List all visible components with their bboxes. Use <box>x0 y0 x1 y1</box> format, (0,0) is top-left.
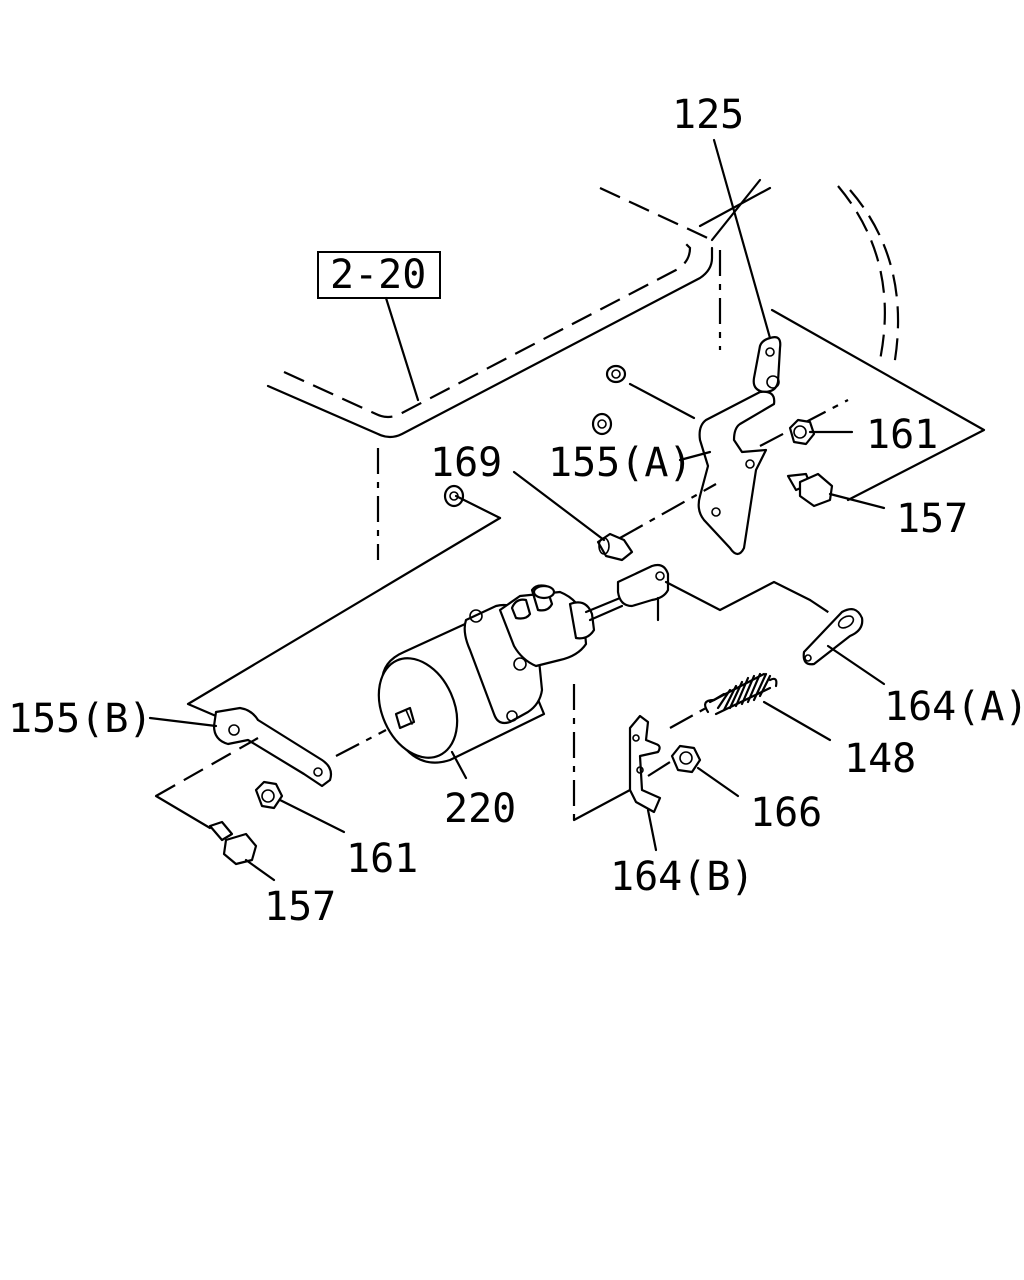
callout-125: 125 <box>672 92 744 138</box>
left-bracket-outline-line <box>186 516 502 718</box>
left-washer-line <box>454 494 502 520</box>
bolt-line-lower <box>154 794 212 830</box>
callout-220: 220 <box>444 786 516 832</box>
bracket-outline-line <box>770 308 986 502</box>
callout-157-lower: 157 <box>264 884 336 930</box>
nut-166 <box>670 744 702 774</box>
spring-148 <box>704 672 778 716</box>
bolt-157-upper <box>786 472 834 508</box>
reference-box-text: 2-20 <box>330 252 426 298</box>
washer-leader-a <box>628 382 696 420</box>
reference-leader <box>384 296 420 402</box>
bracket-125 <box>752 336 782 394</box>
callout-164a: 164(A) <box>884 684 1024 730</box>
linkage-line <box>664 580 812 612</box>
actuator-link-line <box>572 788 632 822</box>
spring-axis <box>669 707 707 729</box>
bracket-164b <box>628 714 662 814</box>
frame-outline <box>266 178 900 560</box>
screw-169 <box>596 532 634 562</box>
clevis <box>616 563 670 608</box>
lever-164a <box>802 607 864 666</box>
callout-157-upper: 157 <box>896 496 968 542</box>
callout-155a: 155(A) <box>548 440 693 486</box>
bracket-155b <box>212 706 333 788</box>
actuator-220 <box>377 584 624 764</box>
callout-161-lower: 161 <box>346 836 418 882</box>
nut-161-lower <box>254 780 284 810</box>
nut-161-upper <box>788 418 816 446</box>
washer-upper-a <box>605 364 627 384</box>
callout-164b: 164(B) <box>610 854 755 900</box>
linkage-dash <box>809 599 835 617</box>
callout-labels: 125 161 169 155(A) 157 155(B) 164(A) 148… <box>8 92 1024 930</box>
screw-axis <box>619 483 717 539</box>
washer-upper-b <box>591 412 613 436</box>
callout-161-upper: 161 <box>866 412 938 458</box>
callout-166: 166 <box>750 790 822 836</box>
bolt-157-lower <box>208 820 258 866</box>
washer-left <box>443 484 465 508</box>
leader-lines <box>148 138 886 882</box>
mount-axis <box>335 729 387 757</box>
callout-148: 148 <box>844 736 916 782</box>
nut-axis <box>647 761 671 777</box>
bracket-155a <box>697 390 776 556</box>
callout-169: 169 <box>430 440 502 486</box>
bolt-axis-lower <box>155 737 259 797</box>
callout-155b: 155(B) <box>8 696 153 742</box>
reference-box[interactable]: 2-20 <box>317 251 441 299</box>
